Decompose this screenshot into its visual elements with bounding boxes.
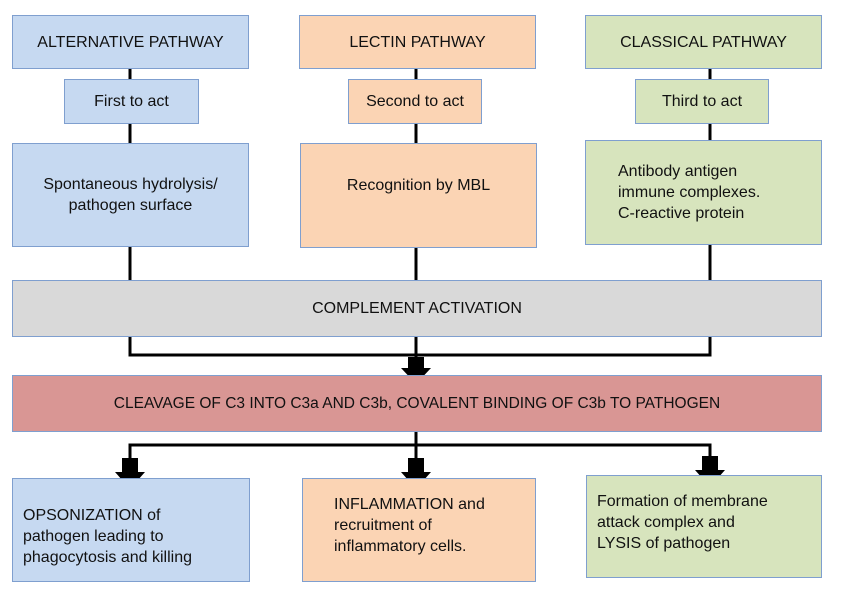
opsonization-label: OPSONIZATION of pathogen leading to phag… [23, 506, 192, 566]
classical-pathway-title: CLASSICAL PATHWAY [585, 15, 822, 69]
classical-pathway-label: CLASSICAL PATHWAY [620, 33, 787, 51]
complement-activation-box: COMPLEMENT ACTIVATION [12, 280, 822, 337]
alternative-pathway-trigger: Spontaneous hydrolysis/ pathogen surface [12, 143, 249, 247]
outcome-inflammation: INFLAMMATION and recruitment of inflamma… [302, 478, 536, 582]
alternative-trigger-label: Spontaneous hydrolysis/ pathogen surface [43, 176, 218, 214]
c3-cleavage-label: CLEAVAGE OF C3 INTO C3a AND C3b, COVALEN… [113, 395, 721, 412]
arrow-to-lysis [695, 456, 725, 487]
lectin-pathway-label: LECTIN PATHWAY [349, 33, 486, 51]
lectin-pathway-title: LECTIN PATHWAY [299, 15, 536, 69]
lysis-label: Formation of membrane attack complex and… [597, 493, 768, 552]
outcome-lysis: Formation of membrane attack complex and… [586, 475, 822, 578]
c3-cleavage-box: CLEAVAGE OF C3 INTO C3a AND C3b, COVALEN… [12, 375, 822, 432]
alternative-pathway-order: First to act [64, 79, 199, 124]
arrow-to-opsonization [115, 458, 145, 489]
arrow-to-inflammation [401, 458, 431, 489]
arrow-to-cleavage [401, 357, 431, 384]
lectin-pathway-trigger: Recognition by MBL [300, 143, 537, 248]
classical-order-label: Third to act [661, 93, 743, 110]
lectin-trigger-label: Recognition by MBL [346, 177, 491, 194]
lectin-pathway-order: Second to act [348, 79, 482, 124]
classical-pathway-order: Third to act [635, 79, 769, 124]
alternative-pathway-label: ALTERNATIVE PATHWAY [37, 33, 224, 51]
merge-line [128, 336, 712, 357]
alternative-order-label: First to act [94, 93, 169, 110]
lectin-order-label: Second to act [366, 93, 464, 110]
complement-activation-label: COMPLEMENT ACTIVATION [312, 300, 522, 317]
split-line [128, 443, 712, 462]
classical-trigger-label: Antibody antigen immune complexes. C-rea… [618, 163, 761, 222]
inflammation-label: INFLAMMATION and recruitment of inflamma… [334, 495, 485, 555]
outcome-opsonization: OPSONIZATION of pathogen leading to phag… [12, 478, 250, 582]
alternative-pathway-title: ALTERNATIVE PATHWAY [12, 15, 249, 69]
classical-pathway-trigger: Antibody antigen immune complexes. C-rea… [585, 140, 822, 245]
